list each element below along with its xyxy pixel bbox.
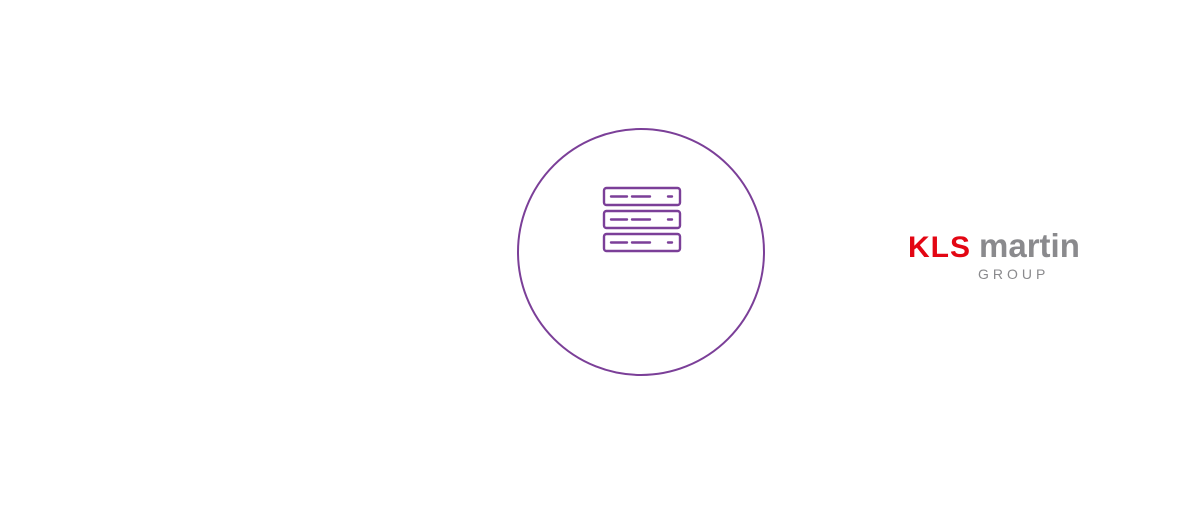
- server-stack-icon: [602, 186, 682, 253]
- logo-kls-text: KLS: [908, 231, 971, 264]
- kls-martin-logo[interactable]: KLS martin GROUP: [908, 228, 1134, 286]
- logo-wordmark: KLS martin: [908, 227, 1134, 265]
- logo-martin-text: martin: [979, 227, 1080, 264]
- icon-circle: [517, 128, 765, 376]
- logo-group-text: GROUP: [978, 266, 1050, 282]
